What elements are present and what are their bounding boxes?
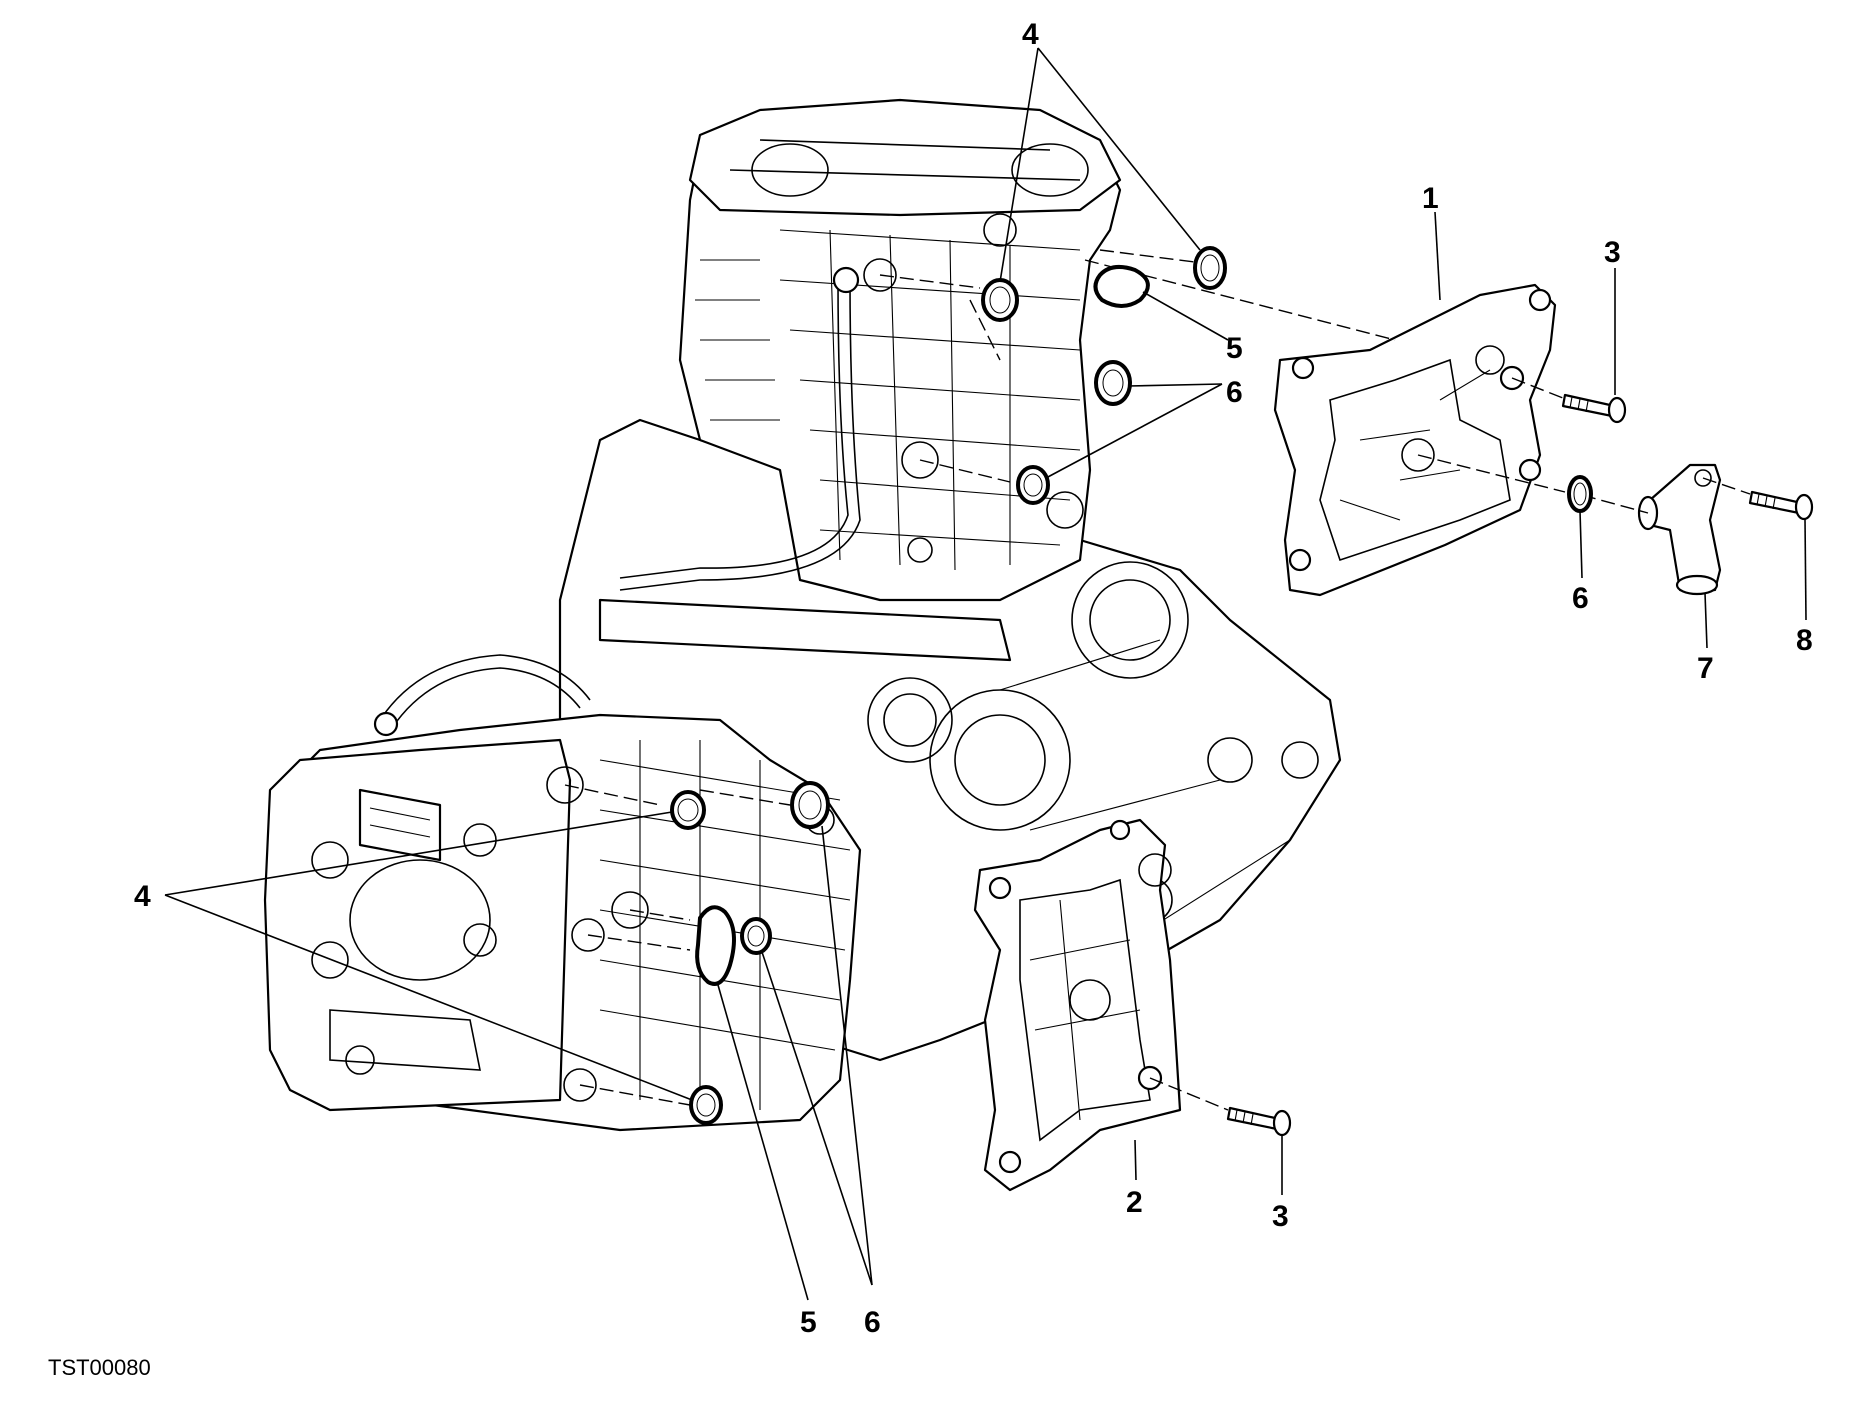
callout-labels: 4 1 3 5 6 6 7 8 4 2 3 5 6 (134, 18, 1813, 1339)
callout-4-left: 4 (134, 880, 151, 913)
part-7-elbow-fitting (1637, 463, 1722, 596)
oring-6-top-a (1094, 360, 1132, 406)
callout-6-right: 6 (1572, 582, 1589, 615)
part-2-cover-plate (973, 818, 1182, 1192)
bolt-8 (1748, 490, 1814, 521)
callout-4-top: 4 (1022, 18, 1039, 51)
oring-4-top-b (981, 278, 1019, 322)
ducati-desmo-emblem (358, 788, 442, 862)
callout-3-top: 3 (1604, 236, 1621, 269)
oring-4-top-a (1193, 246, 1227, 290)
engine-illustration (263, 98, 1342, 1132)
oring-4-left-b (689, 1085, 723, 1125)
callout-7: 7 (1697, 652, 1714, 685)
callout-8: 8 (1796, 624, 1813, 657)
callout-6-top: 6 (1226, 376, 1243, 409)
callout-3-bottom: 3 (1272, 1200, 1289, 1233)
callout-5-top: 5 (1226, 332, 1243, 365)
callout-2: 2 (1126, 1186, 1143, 1219)
oring-4-left-a (670, 790, 706, 830)
oring-6-left-a (790, 781, 830, 829)
drawing-code: TST00080 (48, 1355, 151, 1380)
oring-6-top-b (1016, 465, 1050, 505)
bolt-3-bottom (1226, 1106, 1292, 1137)
alignment-lines (564, 249, 1751, 1111)
callout-1: 1 (1422, 182, 1439, 215)
seal-5-left (695, 905, 736, 986)
seals (670, 246, 1593, 1125)
seal-5-top (1093, 264, 1150, 308)
callout-5-bottom: 5 (800, 1306, 817, 1339)
oring-6-right (1567, 475, 1593, 513)
leader-lines (164, 47, 1807, 1301)
bolt-3-top (1561, 393, 1627, 424)
callout-6-bottom: 6 (864, 1306, 881, 1339)
oring-6-left-b (740, 917, 772, 955)
part-1-cover-plate (1273, 283, 1557, 597)
